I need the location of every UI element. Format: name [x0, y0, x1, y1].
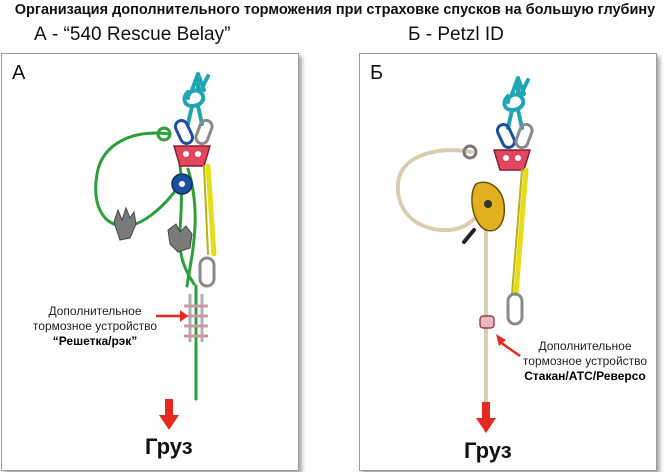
note-device-name: Стакан/АТС/Реверсо	[524, 369, 646, 383]
green-rope-icon	[94, 131, 198, 401]
note-line-1: Дополнительное	[48, 304, 142, 318]
knot-icon	[156, 126, 172, 142]
atc-device-note: Дополнительное тормозное устройство Стак…	[510, 339, 660, 384]
beige-rope-icon	[395, 148, 488, 416]
note-device-name: “Решетка/рэк”	[52, 334, 138, 348]
pulley-icon	[171, 173, 193, 195]
carabiner-icon	[173, 119, 195, 145]
glove-icon	[167, 223, 193, 253]
panel-a-diagram: А	[1, 53, 299, 471]
load-arrow-icon	[159, 399, 179, 430]
anchor-sling-icon	[502, 76, 530, 130]
subtitle-petzl-id: Б - Petzl ID	[408, 24, 504, 45]
panel-b-illustration	[395, 76, 534, 433]
rack-device-note: Дополнительное тормозное устройство “Реш…	[20, 304, 170, 349]
anchor-sling-icon	[182, 72, 210, 126]
panel-a-illustration	[94, 72, 217, 430]
panel-a-letter: А	[12, 62, 26, 84]
subtitle-540-rescue-belay: А - “540 Rescue Belay”	[34, 24, 231, 45]
rigging-plate-icon	[172, 145, 212, 167]
carabiner-icon	[506, 292, 524, 326]
carabiner-icon	[198, 256, 216, 288]
load-label: Груз	[145, 434, 193, 459]
yellow-sling-icon	[511, 167, 529, 297]
atc-device-icon	[479, 315, 495, 329]
pointer-arrowhead-icon	[180, 310, 188, 322]
note-line-2: тормозное устройство	[522, 354, 648, 368]
pointer-arrowhead-icon	[496, 334, 506, 346]
note-line-1: Дополнительное	[538, 339, 632, 353]
carabiner-icon	[495, 123, 517, 149]
carabiner-icon	[514, 122, 534, 150]
rack-device-icon	[184, 294, 208, 342]
load-arrow-icon	[476, 402, 496, 433]
glove-icon	[113, 206, 137, 241]
yellow-sling-icon	[203, 163, 217, 257]
knot-icon	[462, 144, 478, 160]
page-title: Организация дополнительного торможения п…	[14, 2, 656, 18]
panel-b-letter: Б	[370, 62, 384, 84]
load-label: Груз	[464, 438, 512, 463]
panel-b-diagram: Б	[359, 53, 657, 471]
carabiner-icon	[194, 118, 214, 146]
petzl-id-device-icon	[462, 181, 506, 244]
rigging-plate-icon	[492, 149, 532, 171]
note-line-2: тормозное устройство	[32, 319, 158, 333]
pointer-arrow-icon	[499, 340, 521, 358]
